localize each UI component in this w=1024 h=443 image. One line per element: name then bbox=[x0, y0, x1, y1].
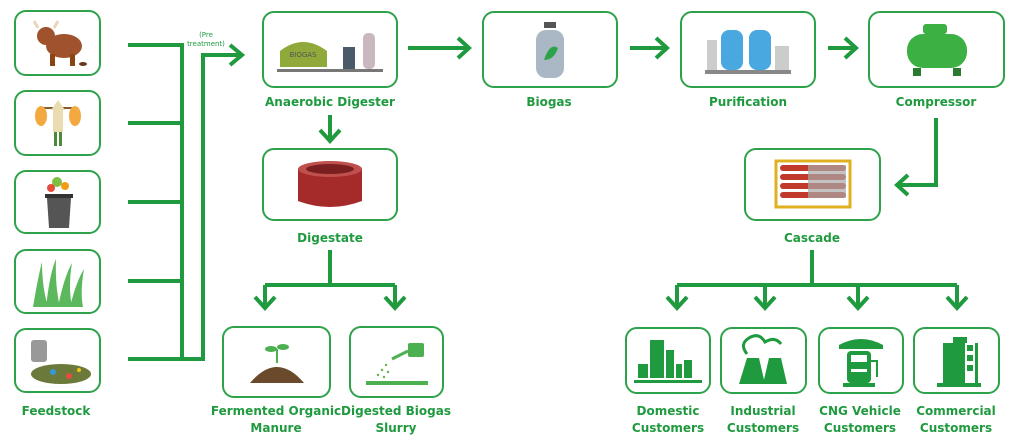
compost-plant-icon bbox=[249, 344, 304, 383]
arrow-purification-to-compressor bbox=[828, 36, 859, 60]
grass-icon bbox=[32, 258, 84, 307]
city-buildings-icon bbox=[634, 339, 702, 383]
slurry-box bbox=[349, 326, 444, 398]
factory-icon bbox=[738, 333, 787, 384]
manure-line2: Manure bbox=[250, 421, 302, 435]
digestate-split bbox=[253, 250, 407, 311]
anaerobic-digester-box: BIOGAS bbox=[262, 11, 398, 88]
commercial-building-icon bbox=[936, 336, 981, 387]
feedstock-crop-box bbox=[14, 90, 101, 156]
digestate-ring-icon bbox=[298, 160, 362, 207]
manure-box bbox=[222, 326, 331, 398]
watering-can-icon bbox=[365, 343, 428, 385]
biogas-label: Biogas bbox=[526, 95, 572, 109]
slurry-line1: Digested Biogas bbox=[341, 404, 451, 418]
customer-line2: Customers bbox=[919, 421, 993, 435]
pretreatment-line2: treatment) bbox=[187, 40, 225, 48]
feedstock-grass-box bbox=[14, 249, 101, 314]
purification-box bbox=[680, 11, 816, 88]
arrow-digester-to-biogas bbox=[408, 36, 472, 60]
cascade-box bbox=[744, 148, 881, 221]
digestate-box bbox=[262, 148, 398, 221]
compressor-box bbox=[868, 11, 1005, 88]
arrow-compressor-to-cascade bbox=[894, 118, 938, 197]
customer-line1: CNG Vehicle bbox=[819, 404, 901, 418]
anaerobic-digester-label: Anaerobic Digester bbox=[265, 95, 395, 109]
customer-line1: Commercial bbox=[916, 404, 996, 418]
digester-tank-icon: BIOGAS bbox=[277, 32, 383, 72]
customer-commercial-box bbox=[913, 327, 1000, 394]
arrow-biogas-to-purification bbox=[630, 36, 670, 60]
digestate-label: Digestate bbox=[297, 231, 363, 245]
tank-text: BIOGAS bbox=[289, 51, 317, 59]
feedstock-connector bbox=[128, 43, 240, 361]
purification-label: Purification bbox=[708, 95, 788, 109]
feedstock-sewage-box bbox=[14, 328, 101, 393]
gas-cascade-icon bbox=[774, 159, 851, 208]
compressor-label: Compressor bbox=[895, 95, 977, 109]
pretreatment-line1: (Pre bbox=[199, 31, 213, 39]
manure-line1: Fermented Organic bbox=[210, 404, 342, 418]
compressor-icon bbox=[906, 23, 967, 76]
arrow-to-digester bbox=[228, 43, 246, 67]
cow-icon bbox=[32, 20, 87, 66]
customer-line2: Customers bbox=[631, 421, 705, 435]
customer-domestic-box bbox=[625, 327, 711, 394]
customer-line1: Domestic bbox=[636, 404, 700, 418]
customer-industrial-box bbox=[720, 327, 807, 394]
sewage-icon bbox=[30, 339, 91, 384]
cascade-split bbox=[665, 250, 969, 311]
cascade-label: Cascade bbox=[784, 231, 840, 245]
feedstock-cow-box bbox=[14, 10, 101, 76]
feedstock-label: Feedstock bbox=[21, 404, 91, 418]
arrow-digester-to-digestate bbox=[318, 115, 342, 144]
purification-unit-icon bbox=[705, 29, 791, 74]
waste-bin-icon bbox=[44, 177, 73, 228]
feedstock-waste-box bbox=[14, 170, 101, 234]
customer-line1: Industrial bbox=[730, 404, 796, 418]
customer-line2: Customers bbox=[823, 421, 897, 435]
slurry-line2: Slurry bbox=[375, 421, 417, 435]
gas-cylinder-icon bbox=[536, 21, 564, 78]
farmer-crop-icon bbox=[34, 99, 81, 146]
customer-line2: Customers bbox=[726, 421, 800, 435]
customer-cng-box bbox=[818, 327, 904, 394]
biogas-box bbox=[482, 11, 618, 88]
fuel-station-icon bbox=[839, 338, 883, 387]
